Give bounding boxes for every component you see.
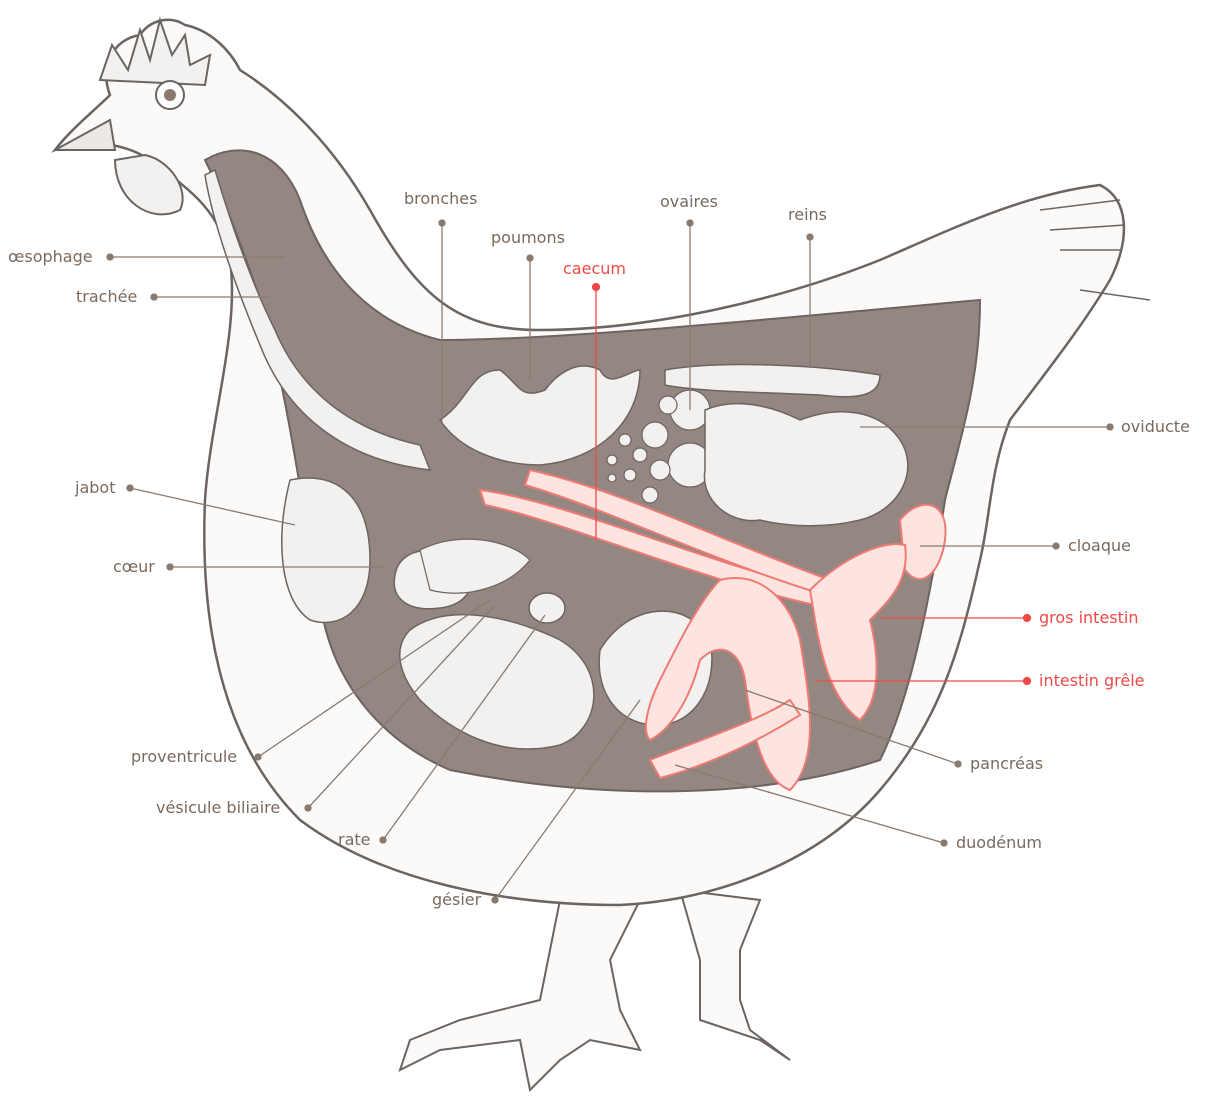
hen-legs [400,890,790,1090]
label-cloaque: cloaque [1068,537,1131,555]
label-reins: reins [788,206,827,224]
label-jabot: jabot [75,479,115,497]
label-oesophage: œsophage [8,248,93,266]
label-coeur: cœur [113,558,155,576]
label-gesier: gésier [432,891,481,909]
oviduct-shape [704,404,907,526]
label-trachee: trachée [76,288,137,306]
label-proventricule: proventricule [131,748,237,766]
label-poumons: poumons [491,229,565,247]
label-gros-intestin: gros intestin [1039,609,1139,627]
label-duodenum: duodénum [956,834,1042,852]
label-oviducte: oviducte [1121,418,1190,436]
label-rate: rate [338,831,371,849]
label-bronches: bronches [404,190,477,208]
label-pancreas: pancréas [970,755,1043,773]
label-caecum: caecum [563,260,626,278]
label-ovaires: ovaires [660,193,718,211]
label-vesicule-biliaire: vésicule biliaire [156,799,280,817]
label-intestin-grele: intestin grêle [1039,672,1145,690]
spleen-shape [529,593,565,623]
